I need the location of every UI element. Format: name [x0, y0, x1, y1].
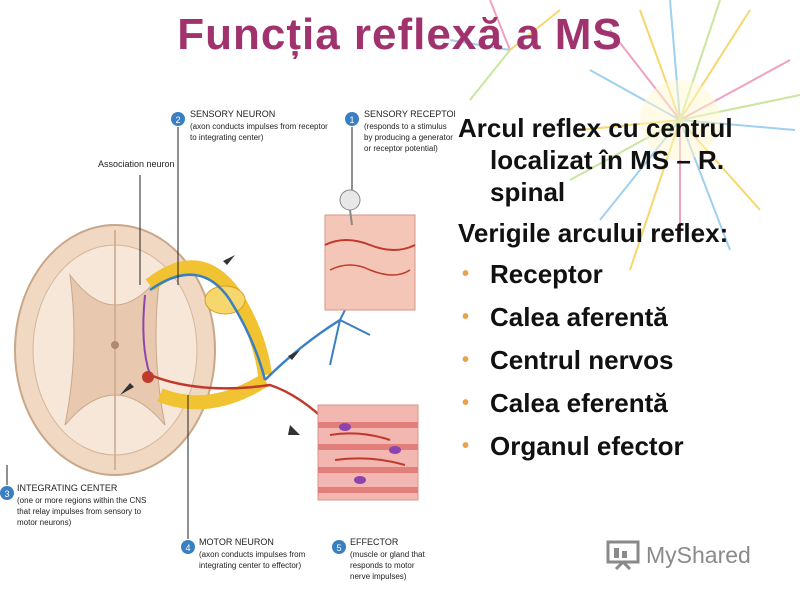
page-title: Funcția reflexă a MS — [177, 10, 623, 59]
svg-text:EFFECTOR: EFFECTOR — [350, 537, 399, 547]
muscle-effector-illustration — [317, 404, 419, 501]
svg-text:5: 5 — [336, 543, 341, 553]
label-sensory-receptor: 1 SENSORY RECEPTOR (responds to a stimul… — [345, 109, 455, 153]
myshared-logo: MyShared — [606, 538, 766, 574]
svg-text:INTEGRATING CENTER: INTEGRATING CENTER — [17, 483, 118, 493]
svg-text:SENSORY RECEPTOR: SENSORY RECEPTOR — [364, 109, 455, 119]
label-integrating-center: 3 INTEGRATING CENTER (one or more region… — [0, 483, 146, 527]
logo-text: MyShared — [646, 542, 751, 568]
label-effector: 5 EFFECTOR (muscle or gland that respond… — [332, 537, 425, 581]
bullet-icon: • — [462, 306, 470, 328]
skin-receptor-illustration — [324, 189, 416, 311]
reflex-arc-diagram: Association neuron 2 SENSORY NEURON (axo… — [0, 109, 455, 581]
list-item: •Receptor — [462, 259, 603, 289]
svg-text:SENSORY NEURON: SENSORY NEURON — [190, 109, 275, 119]
bullet-icon: • — [462, 349, 470, 371]
svg-text:(axon conducts impulses from r: (axon conducts impulses from receptor — [190, 122, 328, 131]
svg-text:2: 2 — [175, 115, 180, 125]
svg-text:by producing a generator: by producing a generator — [364, 133, 453, 142]
svg-text:that relay impulses from senso: that relay impulses from sensory to — [17, 507, 142, 516]
svg-text:3: 3 — [4, 489, 9, 499]
association-neuron-label: Association neuron — [98, 159, 175, 169]
svg-text:(responds to a stimulus: (responds to a stimulus — [364, 122, 447, 131]
spinal-cord-illustration — [14, 224, 216, 476]
svg-text:nerve impulses): nerve impulses) — [350, 572, 407, 581]
svg-text:or receptor potential): or receptor potential) — [364, 144, 438, 153]
label-motor-neuron: 4 MOTOR NEURON (axon conducts impulses f… — [181, 537, 306, 570]
presentation-icon — [606, 540, 640, 571]
paragraph-reflex-arc: Arcul reflex cu centrul localizat în MS … — [458, 113, 733, 207]
list-item: •Centrul nervos — [462, 345, 674, 375]
svg-text:integrating center to effector: integrating center to effector) — [199, 561, 301, 570]
bullet-icon: • — [462, 263, 470, 285]
bullet-icon: • — [462, 392, 470, 414]
paragraph-arc-links: Verigile arcului reflex: — [458, 218, 729, 248]
svg-text:4: 4 — [185, 543, 190, 553]
svg-text:(one or more regions within th: (one or more regions within the CNS — [17, 496, 146, 505]
svg-text:responds to motor: responds to motor — [350, 561, 415, 570]
svg-text:(muscle or gland that: (muscle or gland that — [350, 550, 425, 559]
svg-text:motor neurons): motor neurons) — [17, 518, 72, 527]
list-item: •Calea aferentă — [462, 302, 668, 332]
svg-text:1: 1 — [349, 115, 354, 125]
bullet-icon: • — [462, 435, 470, 457]
direction-arrows — [120, 255, 300, 435]
list-item: •Calea eferentă — [462, 388, 668, 418]
svg-text:to integrating center): to integrating center) — [190, 133, 264, 142]
label-sensory-neuron: 2 SENSORY NEURON (axon conducts impulses… — [171, 109, 328, 142]
content-text: Arcul reflex cu centrul localizat în MS … — [458, 112, 798, 473]
svg-text:MOTOR NEURON: MOTOR NEURON — [199, 537, 274, 547]
fireworks-decoration — [449, 0, 800, 271]
list-item: •Organul efector — [462, 431, 684, 461]
svg-text:(axon conducts impulses from: (axon conducts impulses from — [199, 550, 306, 559]
